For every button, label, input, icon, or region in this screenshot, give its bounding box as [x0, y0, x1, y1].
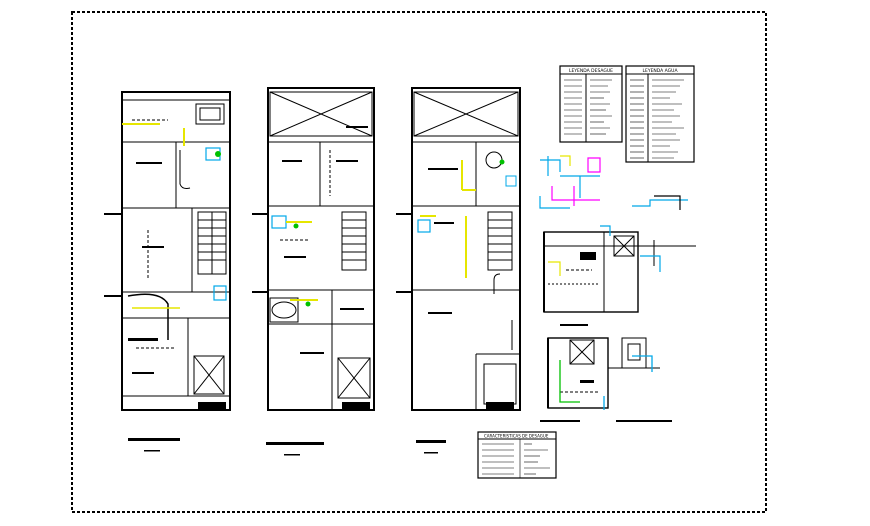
- legend-sewer-table: [559, 65, 623, 143]
- floor-plan-3: [396, 87, 521, 411]
- plan-2-fixtures: [271, 215, 370, 410]
- tank-section-upper: [543, 231, 696, 313]
- info-box-title: CARACTERISTICAS DE DESAGUE: [484, 434, 549, 439]
- plan-1-title: [128, 438, 180, 452]
- plan-3-fixtures: [417, 159, 517, 410]
- pipe-isometric-detail: [539, 155, 688, 210]
- plan-2-title: [266, 442, 324, 456]
- legend-sewer-title: LEYENDA DESAGUE: [569, 68, 613, 74]
- tank-upper-caption: [560, 324, 588, 326]
- sheet-border: [71, 11, 767, 513]
- tank-lower-caption-1: [540, 420, 580, 422]
- tank-upper-colored: [548, 225, 661, 276]
- tank-lower-caption-2: [616, 420, 672, 422]
- info-box: [477, 431, 557, 479]
- floor-plan-2: [252, 87, 375, 411]
- plan-3-title: [416, 440, 446, 454]
- tank-lower-colored: [559, 355, 653, 410]
- legend-water-title: LEYENDA AGUA: [642, 68, 678, 74]
- floor-plan-1: [104, 91, 231, 411]
- tank-section-lower: [547, 337, 660, 409]
- legend-water-table: [625, 65, 695, 163]
- plan-1-fixtures: [122, 123, 227, 410]
